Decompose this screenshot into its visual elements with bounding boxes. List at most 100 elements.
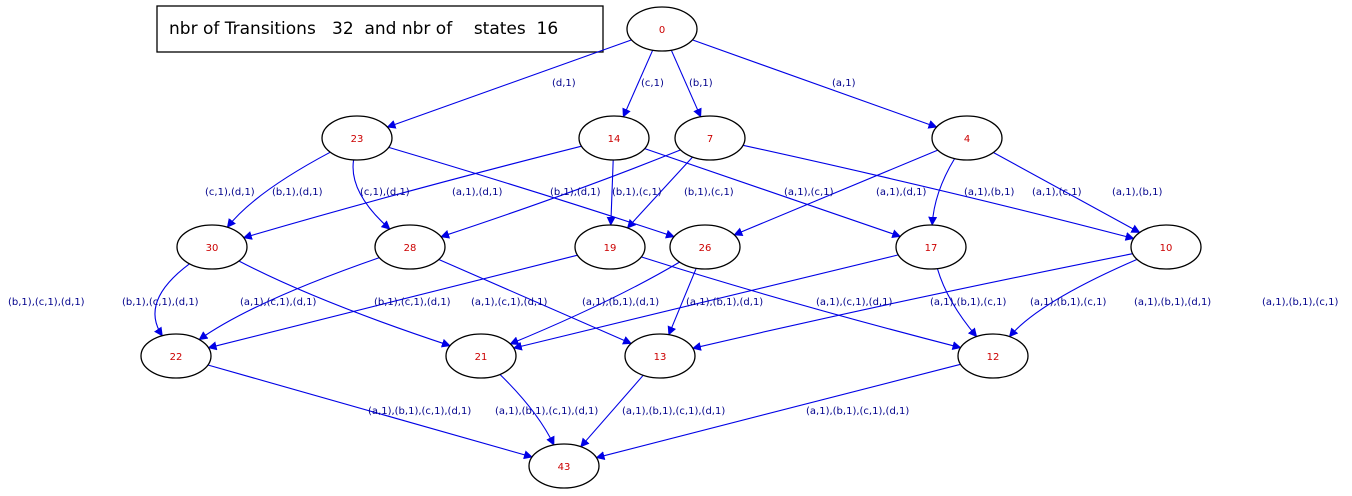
state-node-4: 4	[931, 115, 1003, 161]
state-node-26: 26	[669, 224, 741, 270]
edge-label-4-to-10: (a,1),(b,1)	[1112, 187, 1162, 198]
edge-19-to-22	[207, 254, 578, 351]
edge-4-to-26	[733, 149, 939, 236]
state-node-label: 7	[707, 134, 713, 145]
edge-label-10-to-13: (a,1),(b,1),(d,1)	[1134, 297, 1211, 308]
state-node-label: 4	[964, 134, 970, 145]
edge-30-to-21	[238, 260, 451, 348]
edge-7-to-28	[440, 149, 681, 239]
edge-label-10-to-12: (a,1),(b,1),(c,1)	[1262, 297, 1338, 308]
state-node-label: 13	[654, 352, 667, 363]
edge-label-19-to-22: (b,1),(c,1),(d,1)	[374, 297, 451, 308]
edge-label-14-to-17: (a,1),(c,1)	[784, 187, 834, 198]
edge-label-13-to-43: (a,1),(b,1),(c,1),(d,1)	[622, 406, 725, 417]
edge-23-to-30	[226, 151, 331, 228]
state-node-30: 30	[176, 224, 248, 270]
state-node-17: 17	[895, 224, 967, 270]
state-node-ellipse	[957, 333, 1029, 379]
edge-23-to-26	[388, 146, 675, 239]
edge-10-to-13	[691, 253, 1133, 351]
edge-12-to-43	[595, 363, 961, 461]
edge-4-to-10	[993, 152, 1141, 233]
edge-label-30-to-22: (b,1),(c,1),(d,1)	[8, 297, 85, 308]
edge-label-17-to-12: (a,1),(b,1),(c,1)	[1030, 297, 1106, 308]
state-node-ellipse	[578, 115, 650, 161]
edge-label-21-to-43: (a,1),(b,1),(c,1),(d,1)	[495, 406, 598, 417]
edge-0-to-23	[386, 39, 632, 129]
state-node-ellipse	[895, 224, 967, 270]
state-node-ellipse	[140, 333, 212, 379]
state-node-ellipse	[1130, 224, 1202, 270]
state-node-ellipse	[931, 115, 1003, 161]
state-node-ellipse	[669, 224, 741, 270]
node-layer: 0 23 14 7 4 30 28 19 26 17 10 22 21 13 12 43	[140, 6, 1202, 489]
state-node-label: 28	[404, 243, 417, 254]
state-node-label: 22	[170, 352, 183, 363]
edge-19-to-12	[641, 256, 962, 351]
edge-17-to-12	[936, 268, 978, 338]
state-node-43: 43	[528, 443, 600, 489]
state-node-label: 19	[604, 243, 617, 254]
edge-28-to-22	[198, 257, 380, 341]
edge-0-to-7	[670, 49, 702, 118]
edge-label-28-to-22: (b,1),(c,1),(d,1)	[122, 297, 199, 308]
edge-22-to-43	[207, 364, 533, 460]
edge-17-to-21	[512, 254, 899, 351]
edge-label-30-to-21: (a,1),(c,1),(d,1)	[240, 297, 316, 308]
edge-label-14-to-19: (b,1),(c,1)	[612, 187, 662, 198]
edge-label-0-to-7: (b,1)	[689, 78, 713, 89]
edge-23-to-28	[352, 159, 391, 230]
state-node-0: 0	[626, 6, 698, 52]
edge-label-23-to-28: (b,1),(d,1)	[272, 187, 323, 198]
state-node-ellipse	[176, 224, 248, 270]
state-node-ellipse	[374, 224, 446, 270]
edge-7-to-10	[742, 144, 1135, 241]
state-node-ellipse	[445, 333, 517, 379]
state-node-ellipse	[624, 333, 696, 379]
edge-label-14-to-30: (c,1),(d,1)	[360, 187, 410, 198]
state-node-14: 14	[578, 115, 650, 161]
edge-label-23-to-30: (c,1),(d,1)	[205, 187, 255, 198]
edge-layer	[154, 39, 1141, 461]
state-node-label: 43	[558, 462, 571, 473]
state-node-19: 19	[574, 224, 646, 270]
state-node-label: 30	[206, 243, 219, 254]
state-node-10: 10	[1130, 224, 1202, 270]
edge-label-23-to-26: (a,1),(d,1)	[452, 187, 502, 198]
state-node-label: 21	[475, 352, 488, 363]
state-node-13: 13	[624, 333, 696, 379]
edge-0-to-14	[622, 49, 654, 118]
edge-label-7-to-28: (b,1),(d,1)	[550, 187, 601, 198]
edge-14-to-17	[644, 148, 902, 239]
state-node-23: 23	[321, 115, 393, 161]
edge-label-7-to-19: (b,1),(c,1)	[684, 187, 734, 198]
title-box-frame	[156, 5, 604, 53]
state-node-label: 12	[987, 352, 1000, 363]
edge-14-to-19	[606, 159, 616, 226]
state-node-ellipse	[626, 6, 698, 52]
state-node-22: 22	[140, 333, 212, 379]
state-node-label: 14	[608, 134, 621, 145]
edge-4-to-17	[928, 158, 956, 226]
edge-label-26-to-13: (a,1),(b,1),(d,1)	[686, 297, 763, 308]
state-node-label: 17	[925, 243, 938, 254]
edge-label-layer: (d,1)(c,1)(b,1)(a,1)(c,1),(d,1)(b,1),(d,…	[8, 78, 1338, 417]
state-node-ellipse	[574, 224, 646, 270]
edge-label-0-to-23: (d,1)	[552, 78, 576, 89]
edge-13-to-43	[580, 374, 644, 448]
edge-label-7-to-10: (a,1),(b,1)	[964, 187, 1014, 198]
state-node-label: 10	[1160, 243, 1173, 254]
edge-label-19-to-12: (a,1),(b,1),(c,1)	[930, 297, 1006, 308]
edge-label-12-to-43: (a,1),(b,1),(c,1),(d,1)	[806, 406, 909, 417]
edge-label-4-to-17: (a,1),(c,1)	[1032, 187, 1082, 198]
state-node-ellipse	[321, 115, 393, 161]
state-node-21: 21	[445, 333, 517, 379]
edge-26-to-13	[667, 268, 697, 336]
state-node-7: 7	[674, 115, 746, 161]
edge-30-to-22	[154, 263, 190, 337]
edge-0-to-4	[692, 39, 938, 129]
state-node-28: 28	[374, 224, 446, 270]
state-node-12: 12	[957, 333, 1029, 379]
edge-label-0-to-14: (c,1)	[641, 78, 664, 89]
title-box: nbr of Transitions 32 and nbr of states …	[156, 5, 604, 53]
